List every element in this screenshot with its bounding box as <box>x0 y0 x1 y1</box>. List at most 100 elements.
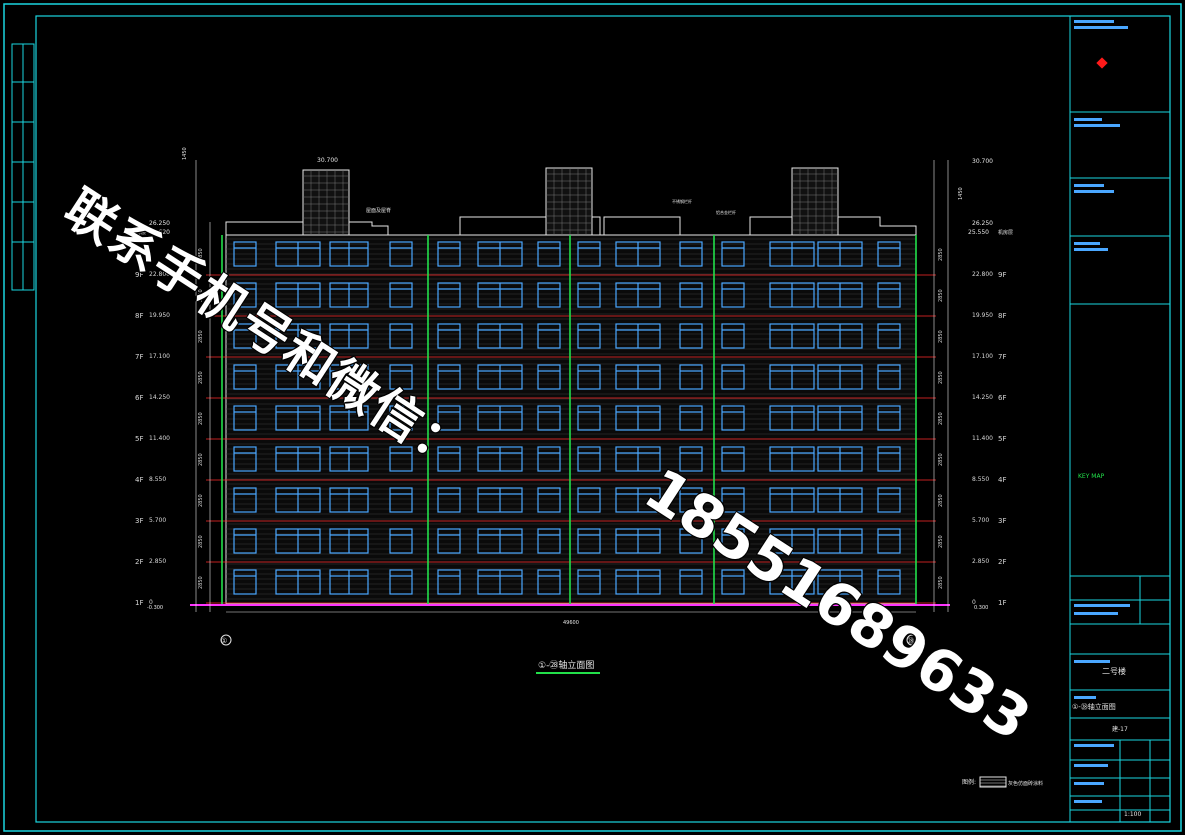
parapet-right <box>749 216 917 235</box>
window <box>577 487 601 513</box>
legend-swatch-hatch <box>980 779 1006 787</box>
downpipes <box>221 235 917 604</box>
floor-elev-left: 22.800 <box>149 271 170 278</box>
window <box>577 405 601 431</box>
window <box>877 569 901 595</box>
floor-label-left: 1F <box>135 599 143 607</box>
top-elev-left: 30.700 <box>317 157 338 164</box>
window <box>437 528 461 554</box>
floor-dim-left: 2850 <box>198 576 204 589</box>
floor-label-left: 9F <box>135 271 143 279</box>
window <box>877 528 901 554</box>
legend-label: 图例: <box>962 778 976 786</box>
window <box>537 364 561 390</box>
window <box>721 364 745 390</box>
window <box>721 405 745 431</box>
window <box>877 241 901 267</box>
window <box>437 282 461 308</box>
floor-dim-left: 2850 <box>198 248 204 261</box>
key-map-label: KEY MAP <box>1078 473 1105 480</box>
parapet-mid-1 <box>459 216 601 235</box>
window <box>389 364 413 390</box>
roof-tower-bricks <box>792 168 838 235</box>
floor-elev-left: 11.400 <box>149 435 170 442</box>
window <box>679 405 703 431</box>
ground-elev-left: -0.300 <box>147 605 163 611</box>
window <box>537 487 561 513</box>
parapet-left <box>225 221 389 235</box>
window <box>537 446 561 472</box>
floor-dim-left: 2850 <box>198 535 204 548</box>
floor-elev-right: 14.250 <box>972 394 993 401</box>
window <box>233 528 257 554</box>
floor-label-right: 7F <box>998 353 1006 361</box>
window <box>389 405 413 431</box>
floor-elev-left: 8.550 <box>149 476 166 483</box>
roof-dim-left: 1450 <box>182 147 188 160</box>
window <box>679 364 703 390</box>
axis-label-left: ① <box>221 637 227 645</box>
window <box>877 446 901 472</box>
facade-outline <box>225 234 917 605</box>
floor-elev-left: 2.850 <box>149 558 166 565</box>
window <box>577 446 601 472</box>
floor-dim-left: 2850 <box>198 330 204 343</box>
window <box>537 405 561 431</box>
roof-tower-3 <box>791 167 839 236</box>
floor-dim-right: 2850 <box>938 289 944 302</box>
roof-elev-left: 25.620 <box>149 229 170 236</box>
roof-tower-bricks <box>546 168 592 235</box>
parapet-group <box>225 216 917 235</box>
window <box>577 569 601 595</box>
floor-label-right: 5F <box>998 435 1006 443</box>
window <box>233 282 257 308</box>
floor-label-right: 3F <box>998 517 1006 525</box>
window <box>679 487 703 513</box>
window <box>233 487 257 513</box>
window <box>577 528 601 554</box>
floor-dim-left: 2850 <box>198 371 204 384</box>
window <box>679 241 703 267</box>
windows <box>233 241 901 595</box>
window <box>437 487 461 513</box>
north-marker-icon <box>1096 57 1108 69</box>
window <box>389 528 413 554</box>
roof-elev-right: 25.550 <box>968 229 989 236</box>
floor-elev-right: 17.100 <box>972 353 993 360</box>
floor-dim-left: 2850 <box>198 453 204 466</box>
floor-label-left: 6F <box>135 394 143 402</box>
window <box>577 364 601 390</box>
window <box>877 282 901 308</box>
window <box>721 282 745 308</box>
floor-label-left: 7F <box>135 353 143 361</box>
window <box>679 569 703 595</box>
roof-tower-bricks <box>303 170 349 235</box>
window <box>877 405 901 431</box>
outer-frame <box>3 3 1182 832</box>
window <box>679 528 703 554</box>
note-roof-1: 不锈钢栏杆 <box>672 198 692 204</box>
window <box>233 405 257 431</box>
window <box>389 241 413 267</box>
axis-bubble-right <box>906 634 918 646</box>
floor-elev-left: 14.250 <box>149 394 170 401</box>
floor-label-right: 1F <box>998 599 1006 607</box>
window <box>721 446 745 472</box>
sheet-title: ①-㉘轴立面图 <box>1072 702 1116 711</box>
floor-label-left: 5F <box>135 435 143 443</box>
window <box>233 446 257 472</box>
window <box>233 364 257 390</box>
window <box>437 364 461 390</box>
floor-label-right: 8F <box>998 312 1006 320</box>
floor-label-right: 2F <box>998 558 1006 566</box>
window <box>537 528 561 554</box>
floor-dim-right: 2850 <box>938 494 944 507</box>
floor-elev-right: 2.850 <box>972 558 989 565</box>
floor-elev-right: 11.400 <box>972 435 993 442</box>
floor-dim-right: 2850 <box>938 576 944 589</box>
building-name: 二号楼 <box>1102 666 1126 676</box>
floor-elev-right: 19.950 <box>972 312 993 319</box>
window <box>877 364 901 390</box>
